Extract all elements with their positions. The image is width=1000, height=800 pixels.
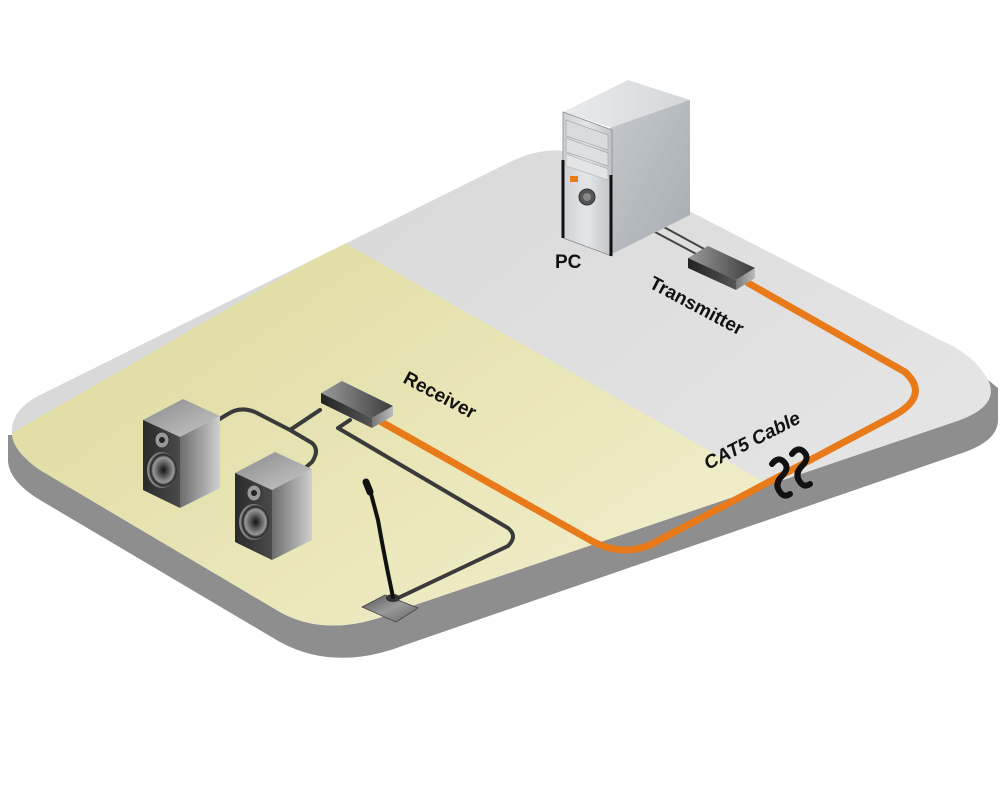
audio-cables	[216, 407, 515, 600]
drive-bay-2	[565, 137, 609, 167]
speaker-right-woofer	[239, 504, 269, 540]
speaker-left	[143, 399, 220, 508]
pc-side	[610, 100, 690, 255]
cat5-cable	[374, 279, 919, 554]
speaker-right	[235, 452, 312, 560]
receiver-box	[321, 381, 393, 428]
speaker-left-top	[143, 399, 220, 437]
pc-power-indicator	[570, 176, 578, 182]
microphone	[361, 478, 419, 623]
pc-to-transmitter-cables	[654, 225, 707, 257]
speaker-right-side	[272, 469, 312, 560]
platform-edge	[8, 380, 998, 658]
microphone-base	[361, 594, 419, 623]
microphone-gooseneck	[368, 488, 395, 599]
speaker-right-tweeter-dome	[251, 490, 257, 496]
cable-to-speaker-right	[288, 408, 322, 470]
speaker-left-tweeter-dome	[159, 437, 165, 443]
speaker-right-top	[235, 452, 312, 490]
cable-break-icon	[769, 446, 813, 499]
cable-to-speaker-left	[216, 407, 322, 432]
local-zone	[11, 242, 822, 626]
drive-bay-3	[565, 153, 609, 181]
pc-label: PC	[555, 252, 582, 273]
transmitter-box	[688, 246, 755, 290]
speaker-left-side	[180, 416, 220, 508]
pc-dial-center	[583, 193, 591, 201]
pc-tower	[561, 80, 690, 257]
pc-top	[563, 80, 690, 132]
drive-bay-1	[565, 119, 609, 151]
speaker-left-woofer	[147, 452, 177, 488]
cable-to-microphone	[336, 418, 515, 600]
microphone-head	[362, 478, 374, 496]
